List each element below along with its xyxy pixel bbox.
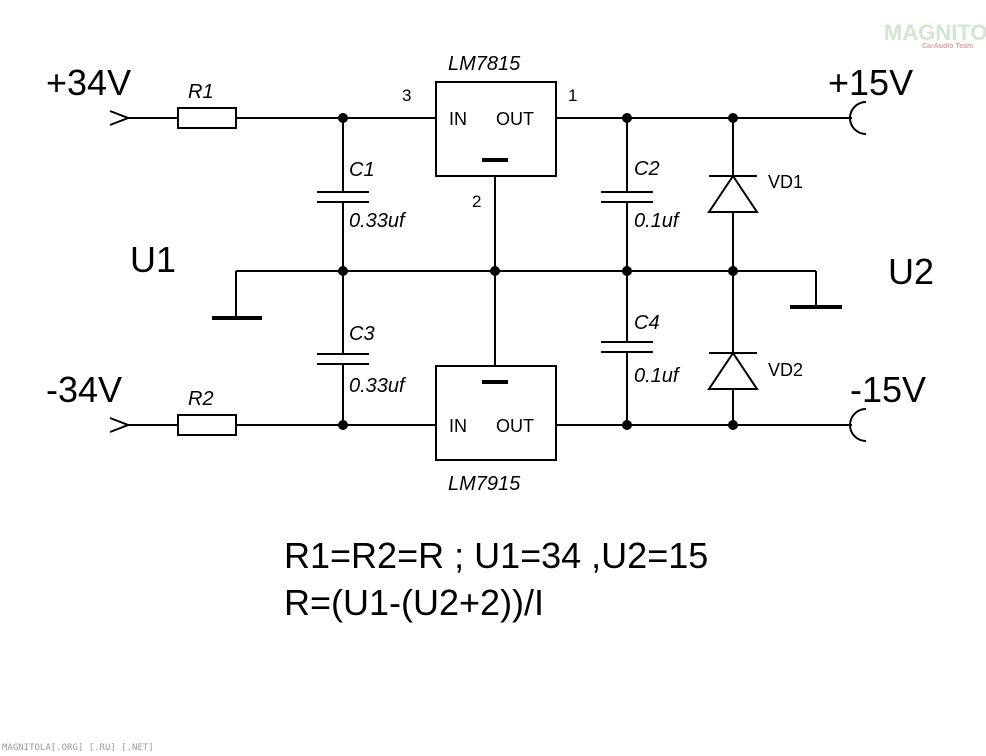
junction-dot <box>728 113 738 123</box>
watermark-footer: MAGNITOLA[.ORG] [.RU] [.NET] <box>2 743 154 753</box>
label-lm7915-in: IN <box>449 416 467 436</box>
junction-dot <box>728 420 738 430</box>
junction-dot <box>728 266 738 276</box>
label-c3-value: 0.33uf <box>349 375 407 397</box>
diode-vd2-icon <box>707 351 759 390</box>
label-c4-value: 0.1uf <box>634 365 681 387</box>
input-pos-arrow-icon <box>109 110 131 126</box>
watermark-logo-sub: CarAudio Team <box>922 43 973 50</box>
capacitor-c3 <box>317 353 369 365</box>
label-u1: U1 <box>130 239 176 280</box>
output-neg-socket-icon <box>849 408 867 442</box>
junction-dot <box>622 420 632 430</box>
junction-dot <box>338 266 348 276</box>
capacitor-c2 <box>601 191 653 203</box>
label-c3: C3 <box>349 323 375 345</box>
formula-line-1: R1=R2=R ; U1=34 ,U2=15 <box>284 535 708 576</box>
label-vout-neg: -15V <box>850 369 926 410</box>
label-c2: C2 <box>634 158 660 180</box>
label-vout-pos: +15V <box>828 62 913 103</box>
junction-dot <box>622 113 632 123</box>
label-lm7915-out: OUT <box>496 416 534 436</box>
junction-dot <box>338 420 348 430</box>
capacitor-c1 <box>317 191 369 203</box>
label-vin-pos: +34V <box>46 62 131 103</box>
label-pin-3: 3 <box>402 86 411 105</box>
label-c2-value: 0.1uf <box>634 210 681 232</box>
label-pin-2: 2 <box>472 192 481 211</box>
label-vd2: VD2 <box>768 360 803 380</box>
label-r1: R1 <box>188 81 214 103</box>
input-neg-arrow-icon <box>109 417 131 433</box>
label-u2: U2 <box>888 251 934 292</box>
label-lm7815-in: IN <box>449 109 467 129</box>
formula-line-2: R=(U1-(U2+2))/I <box>284 582 544 623</box>
label-lm7915: LM7915 <box>448 473 521 495</box>
label-lm7815-out: OUT <box>496 109 534 129</box>
label-c1-value: 0.33uf <box>349 210 407 232</box>
label-c1: C1 <box>349 159 375 181</box>
capacitor-c4 <box>601 341 653 353</box>
label-lm7815: LM7815 <box>448 53 521 75</box>
resistor-r1 <box>177 107 237 129</box>
resistor-r2 <box>177 414 237 436</box>
label-vin-neg: -34V <box>46 369 122 410</box>
label-c4: C4 <box>634 312 660 334</box>
label-pin-1: 1 <box>568 86 577 105</box>
label-vd1: VD1 <box>768 172 803 192</box>
watermark-logo: MAGNITOLA <box>884 20 986 45</box>
junction-dot <box>490 266 500 276</box>
label-r2: R2 <box>188 388 214 410</box>
junction-dots <box>338 113 738 430</box>
output-pos-socket-icon <box>849 101 867 135</box>
junction-dot <box>622 266 632 276</box>
junction-dot <box>338 113 348 123</box>
diode-vd1-icon <box>707 174 759 213</box>
